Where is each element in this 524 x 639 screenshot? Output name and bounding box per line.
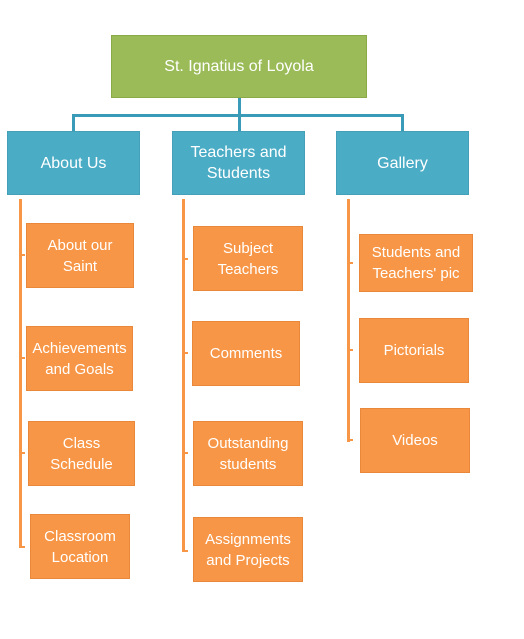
connector-gallery [401,114,404,131]
branch-tick [19,254,25,256]
root-connector-vertical [238,98,241,115]
item-label: Class Schedule [50,434,113,473]
item-label: About our Saint [47,236,113,275]
branch-tick [182,258,188,260]
item-label: Students and Teachers' pic [371,244,461,282]
section-teachers-and-students: Teachers and Students [172,131,305,195]
branch-line-teachers-students [182,199,185,552]
item-videos: Videos [360,408,470,473]
branch-tick [182,352,188,354]
section-gallery: Gallery [336,131,469,195]
branch-tick [182,452,188,454]
item-label: Outstanding students [207,434,289,473]
branch-tick [19,452,25,454]
item-label: Assignments and Projects [205,530,291,569]
section-about-us: About Us [7,131,140,195]
root-node: St. Ignatius of Loyola [111,35,367,98]
item-class-schedule: Class Schedule [28,421,135,486]
item-label: Classroom Location [44,527,116,566]
connector-about-us [72,114,75,131]
item-label: Subject Teachers [217,239,279,278]
item-label: Pictorials [383,342,445,359]
branch-tick [182,550,188,552]
item-achievements-and-goals: Achievements and Goals [26,326,133,391]
connector-teachers-students [238,114,241,131]
item-about-our-saint: About our Saint [26,223,134,288]
branch-tick [347,439,353,441]
branch-tick [347,349,353,351]
item-comments: Comments [192,321,300,386]
item-classroom-location: Classroom Location [30,514,130,579]
section-label: Teachers and Students [190,144,287,182]
item-students-and-teachers-pic: Students and Teachers' pic [359,234,473,292]
item-label: Achievements and Goals [32,339,127,378]
item-assignments-and-projects: Assignments and Projects [193,517,303,582]
branch-tick [19,546,25,548]
item-label: Videos [392,432,438,449]
root-label: St. Ignatius of Loyola [164,58,314,75]
branch-tick [347,262,353,264]
item-subject-teachers: Subject Teachers [193,226,303,291]
branch-line-about-us [19,199,22,548]
branch-line-gallery [347,199,350,442]
item-label: Comments [209,345,283,362]
branch-tick [19,357,25,359]
item-outstanding-students: Outstanding students [193,421,303,486]
item-pictorials: Pictorials [359,318,469,383]
section-label: About Us [40,154,107,172]
section-label: Gallery [377,154,428,172]
